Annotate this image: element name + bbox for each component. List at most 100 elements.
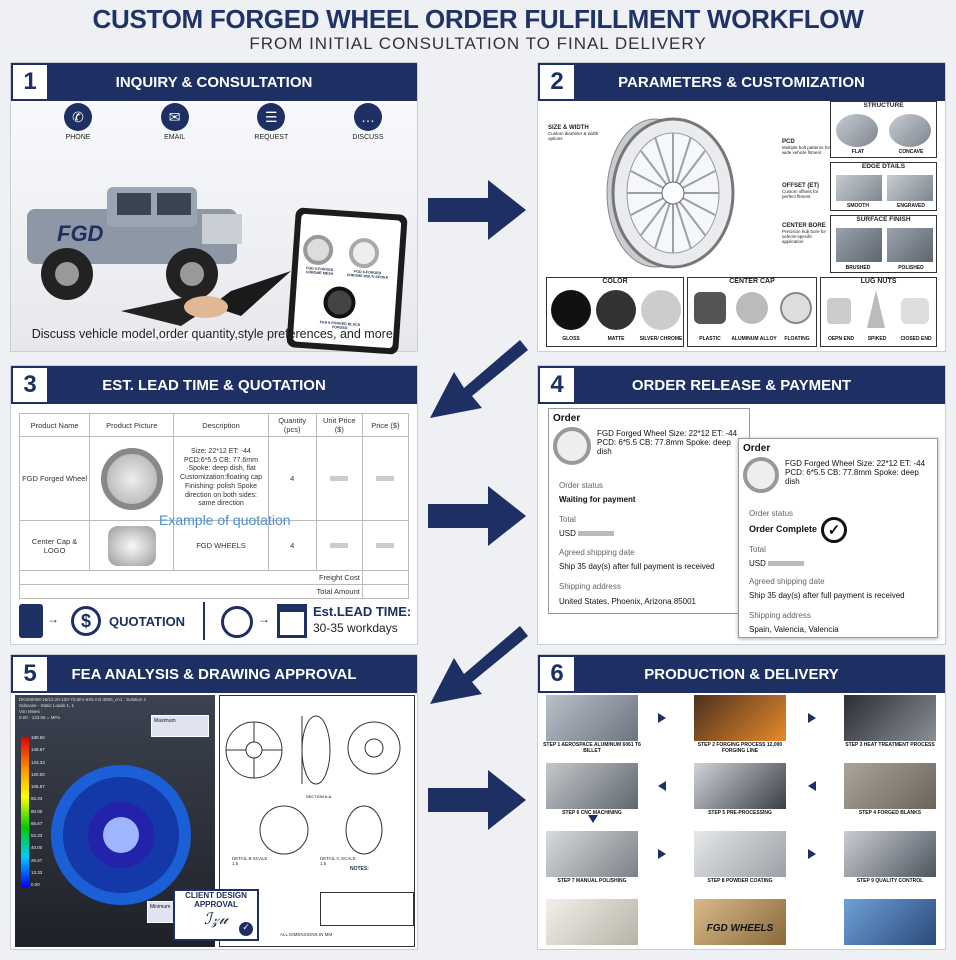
handshake-image — [121, 271, 291, 341]
production-steps: STEP 1 AEROSPACE ALUMINUM 6061 T6 BILLET… — [543, 695, 939, 947]
arrow-right-icon — [428, 770, 526, 830]
step-chevron-icon — [808, 849, 816, 859]
discuss-icon: … — [353, 103, 382, 131]
option-label: PLASTIC — [699, 336, 721, 342]
step-photo — [694, 695, 786, 741]
arrow-right-icon — [428, 486, 526, 546]
fea-wheel-model — [51, 765, 191, 905]
callout-desc: Multiple bolt patterns for wide vehicle … — [782, 145, 831, 155]
status-value: Order Complete — [749, 524, 818, 534]
icon-label: DISCUSS — [352, 134, 384, 141]
callout-title: PCD — [782, 139, 795, 145]
legend-value: 133.33 — [31, 759, 45, 765]
phone-icon: ✆ — [64, 103, 92, 131]
table-row: FGD Forged Wheel Size: 22*12 ET: -44 PCD… — [18, 436, 410, 521]
page-title: CUSTOM FORGED WHEEL ORDER FULFILLMENT WO… — [92, 4, 864, 34]
address-value: Spain, Valencia, Valencia — [749, 625, 839, 634]
brushed-finish-image — [836, 228, 882, 262]
arrow-down-left-icon — [430, 340, 528, 418]
step-chevron-icon — [808, 713, 816, 723]
table-header-row: Product Name Product Picture Description… — [18, 413, 410, 437]
contact-discuss[interactable]: … DISCUSS — [343, 103, 393, 141]
step-photo — [844, 763, 936, 809]
option-title: LUG NUTS — [860, 278, 897, 285]
product-description: Size: 22*12 ET: -44 PCD:6*5.5 CB: 77.6mm… — [173, 436, 269, 521]
stress-color-scale — [21, 737, 29, 887]
approval-text: APPROVAL — [194, 900, 238, 909]
step-chevron-icon — [658, 849, 666, 859]
contact-email[interactable]: ✉EMAIL — [150, 103, 200, 141]
open-end-lug-image — [827, 298, 851, 324]
contact-request[interactable]: ☰REQUEST — [246, 103, 296, 141]
surface-box: SURFACE FINISH BRUSHED POLISHED — [830, 215, 937, 273]
legend-value: 0.00 — [31, 882, 40, 887]
step-photo — [844, 899, 936, 945]
approval-stamp: CLIENT DESIGN APPROVAL ℐ𝓏𝓊 ✓ — [173, 889, 259, 941]
option-label: BRUSHED — [845, 265, 871, 271]
step-number: 2 — [540, 65, 574, 99]
panel-header: PARAMETERS & CUSTOMIZATION — [538, 63, 945, 101]
option-label: MATTE — [607, 336, 625, 342]
step-caption: STEP 2 FORGING PROCESS 12,000 FORGING LI… — [697, 742, 783, 754]
table-row: Center Cap & LOGO FGD WHEELS 4 — [18, 520, 410, 571]
column-header: Unit Price ($) — [315, 413, 363, 437]
card-heading: Order — [743, 443, 771, 454]
panel-production: PRODUCTION & DELIVERY 6 STEP 1 AEROSPACE… — [537, 654, 946, 950]
icon-label: PHONE — [65, 134, 91, 141]
tablet-label: FGD 6-FORGED CHROME MULTI-SPOKE — [346, 269, 389, 280]
contact-phone[interactable]: ✆ PHONE — [53, 103, 103, 141]
product-summary: FGD Forged Wheel Size: 22*12 ET: -44 PCD… — [597, 429, 738, 456]
panel-title: PRODUCTION & DELIVERY — [644, 665, 839, 683]
legend-value: 180.60 — [31, 735, 45, 740]
dollar-icon: $ — [71, 606, 101, 636]
step-photo — [694, 831, 786, 877]
card-heading: Order — [553, 413, 581, 424]
step-chevron-icon — [658, 713, 666, 723]
panel-title: ORDER RELEASE & PAYMENT — [631, 376, 852, 394]
flat-wheel-image — [836, 114, 878, 147]
signature-image: ℐ𝓏𝓊 — [204, 909, 228, 928]
address-value: United States, Phoenix, Arizona 85001 — [559, 597, 696, 606]
panel-header: EST. LEAD TIME & QUOTATION — [11, 366, 417, 404]
option-label: CONCAVE — [898, 149, 924, 155]
callout-title: CENTER BORE — [782, 223, 826, 229]
total-value: USD — [749, 559, 805, 568]
freight-row: Freight Cost — [19, 570, 410, 585]
tablet-label: FGD 6-FORGED CHROME MESH — [305, 266, 334, 277]
wheel-thumb — [347, 237, 380, 270]
step-photo: FGD WHEELS — [694, 899, 786, 945]
truck-logo-text: FGD — [57, 221, 104, 246]
panel-caption: Discuss vehicle model,order quantity,sty… — [31, 327, 397, 341]
lug-nuts-box: LUG NUTS OEPN END SPIKED CIOSED END — [820, 277, 937, 347]
column-header: Description — [173, 413, 269, 437]
legend-value: 26.67 — [31, 857, 43, 863]
callout-desc: Custom diameter & width options — [548, 131, 599, 141]
step-photo — [844, 695, 936, 741]
step-photo — [694, 763, 786, 809]
panel-title: INQUIRY & CONSULTATION — [115, 73, 313, 91]
panel-header: FEA ANALYSIS & DRAWING APPROVAL — [11, 655, 417, 693]
step-number: 6 — [540, 657, 574, 691]
step-photo — [546, 831, 638, 877]
spiked-lug-image — [867, 290, 885, 328]
step-caption: STEP 5 PRE-PROCESSING — [708, 810, 772, 816]
max-annotation: Maximum — [151, 715, 209, 737]
step-chevron-icon — [588, 815, 598, 823]
product-quantity: 4 — [267, 436, 317, 521]
lead-time-label: Est.LEAD TIME: — [313, 604, 412, 619]
step-number: 3 — [13, 368, 47, 402]
product-name: FGD Forged Wheel — [18, 436, 91, 521]
panel-order: ORDER RELEASE & PAYMENT 4 Order FGD Forg… — [537, 365, 946, 645]
gloss-wheel-image — [551, 290, 591, 330]
arrow-icon: → — [258, 612, 270, 626]
order-card-complete[interactable]: Order FGD Forged Wheel Size: 22*12 ET: -… — [738, 438, 938, 638]
step-photo — [844, 831, 936, 877]
page-subtitle: FROM INITIAL CONSULTATION TO FINAL DELIV… — [249, 34, 707, 53]
product-summary: FGD Forged Wheel Size: 22*12 ET: -44 PCD… — [785, 459, 926, 486]
order-card-pending[interactable]: Order FGD Forged Wheel Size: 22*12 ET: -… — [548, 408, 750, 614]
ship-value: Ship 35 day(s) after full payment is rec… — [559, 562, 715, 571]
arrow-right-icon — [428, 180, 526, 240]
title-block — [320, 892, 414, 926]
